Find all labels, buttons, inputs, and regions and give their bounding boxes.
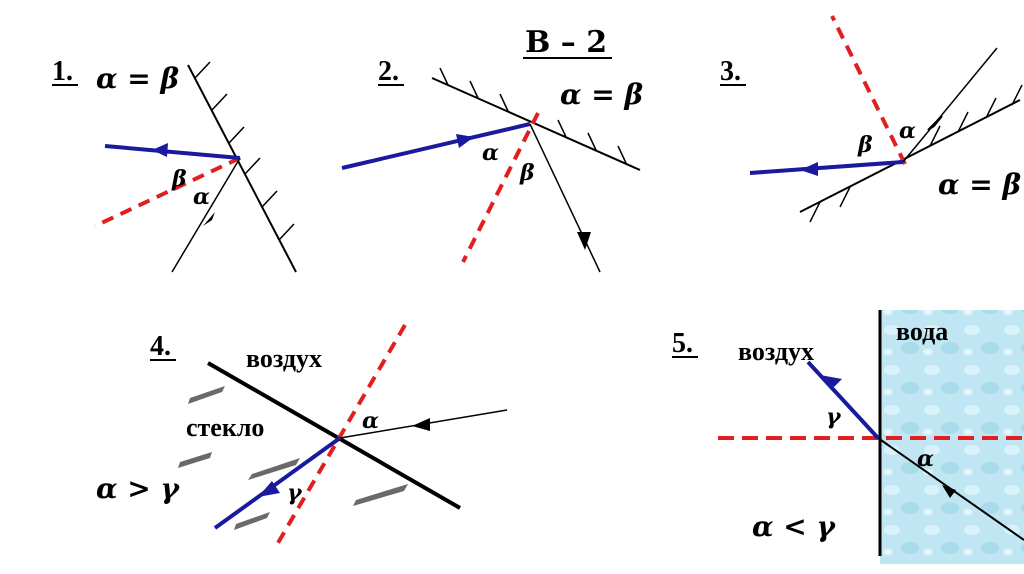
diagram-4-incident-arrow: [412, 418, 430, 431]
diagram-4-angle-gamma: γ: [287, 480, 303, 506]
diagram-2-mirror: [431, 77, 641, 171]
diagram-1-number: 1.: [52, 56, 73, 87]
diagram-4: 4. воздух стекло α γ α > γ: [96, 323, 508, 550]
diagram-4-medium-top: воздух: [246, 344, 322, 373]
diagram-3-angle-beta: β: [857, 132, 873, 158]
diagram-2-incident-ray: [341, 122, 531, 170]
diagram-3-normal-line: [830, 15, 907, 165]
diagram-1-mirror-hatching: [194, 61, 295, 241]
diagram-4-medium-bottom: стекло: [186, 413, 264, 442]
diagram-3-mirror: [799, 99, 1021, 213]
diagram-1-incident-ray: [171, 157, 241, 273]
diagram-1-normal-line: [94, 156, 241, 228]
diagram-4-relation: α > γ: [96, 472, 181, 505]
diagram-2-mirror-hatching: [439, 67, 627, 164]
diagram-3-reflected-arrow: [800, 162, 818, 176]
diagram-5-refracted-ray: [806, 360, 880, 440]
diagram-5-relation: α < γ: [752, 510, 837, 543]
diagram-5-number: 5.: [672, 328, 693, 359]
diagram-5-medium-right: вода: [896, 317, 948, 346]
diagram-4-refracted-arrow: [258, 481, 280, 497]
diagram-3-mirror-hatching: [809, 84, 1023, 223]
diagram-3: 3. α = β β α: [720, 15, 1023, 223]
diagram-2-reflected-ray: [529, 123, 601, 273]
diagram-2-number: 2.: [378, 56, 399, 87]
diagram-5: 5. вода воздух γ α α < γ: [672, 310, 1024, 564]
diagram-3-reflected-ray: [749, 160, 904, 175]
diagram-5-refracted-arrow: [820, 375, 842, 387]
diagram-5-incident-arrow: [942, 485, 956, 498]
diagram-1: 1. α = β β α: [52, 56, 297, 273]
diagram-5-medium-left: воздух: [738, 337, 814, 366]
diagram-4-refracted-ray: [213, 436, 342, 530]
diagram-2-incident-arrow: [456, 134, 474, 148]
diagram-2-angle-beta: β: [519, 160, 535, 186]
diagram-1-relation: α = β: [96, 62, 180, 95]
variant-title: В – 2: [525, 25, 607, 60]
diagram-4-normal-line: [273, 323, 407, 550]
diagram-1-reflected-arrow: [152, 143, 168, 157]
diagram-3-incident-arrow: [927, 115, 943, 131]
diagram-3-incident-ray: [902, 47, 998, 163]
diagram-2-reflected-arrow: [577, 232, 591, 250]
diagram-5-angle-alpha: α: [917, 446, 934, 472]
diagram-5-water-region: [880, 310, 1024, 564]
diagram-2: 2. α = β α β: [341, 56, 644, 273]
diagram-3-angle-alpha: α: [899, 118, 916, 144]
diagram-4-angle-alpha: α: [362, 408, 379, 434]
diagram-2-normal-line: [461, 112, 540, 263]
diagram-3-relation: α = β: [938, 168, 1022, 201]
diagram-3-number: 3.: [720, 56, 741, 87]
diagram-1-mirror: [187, 64, 297, 273]
diagram-5-angle-gamma: γ: [826, 404, 842, 430]
diagram-1-reflected-ray: [104, 144, 241, 160]
diagram-4-number: 4.: [150, 331, 171, 362]
diagram-1-angle-alpha: α: [193, 184, 210, 210]
diagram-4-interface: [207, 361, 461, 510]
diagram-1-incident-arrow: [203, 212, 215, 226]
diagram-2-relation: α = β: [560, 78, 644, 111]
diagram-2-angle-alpha: α: [482, 140, 499, 166]
diagram-4-glass-shading: [178, 386, 408, 530]
diagram-1-angle-beta: β: [171, 166, 187, 192]
